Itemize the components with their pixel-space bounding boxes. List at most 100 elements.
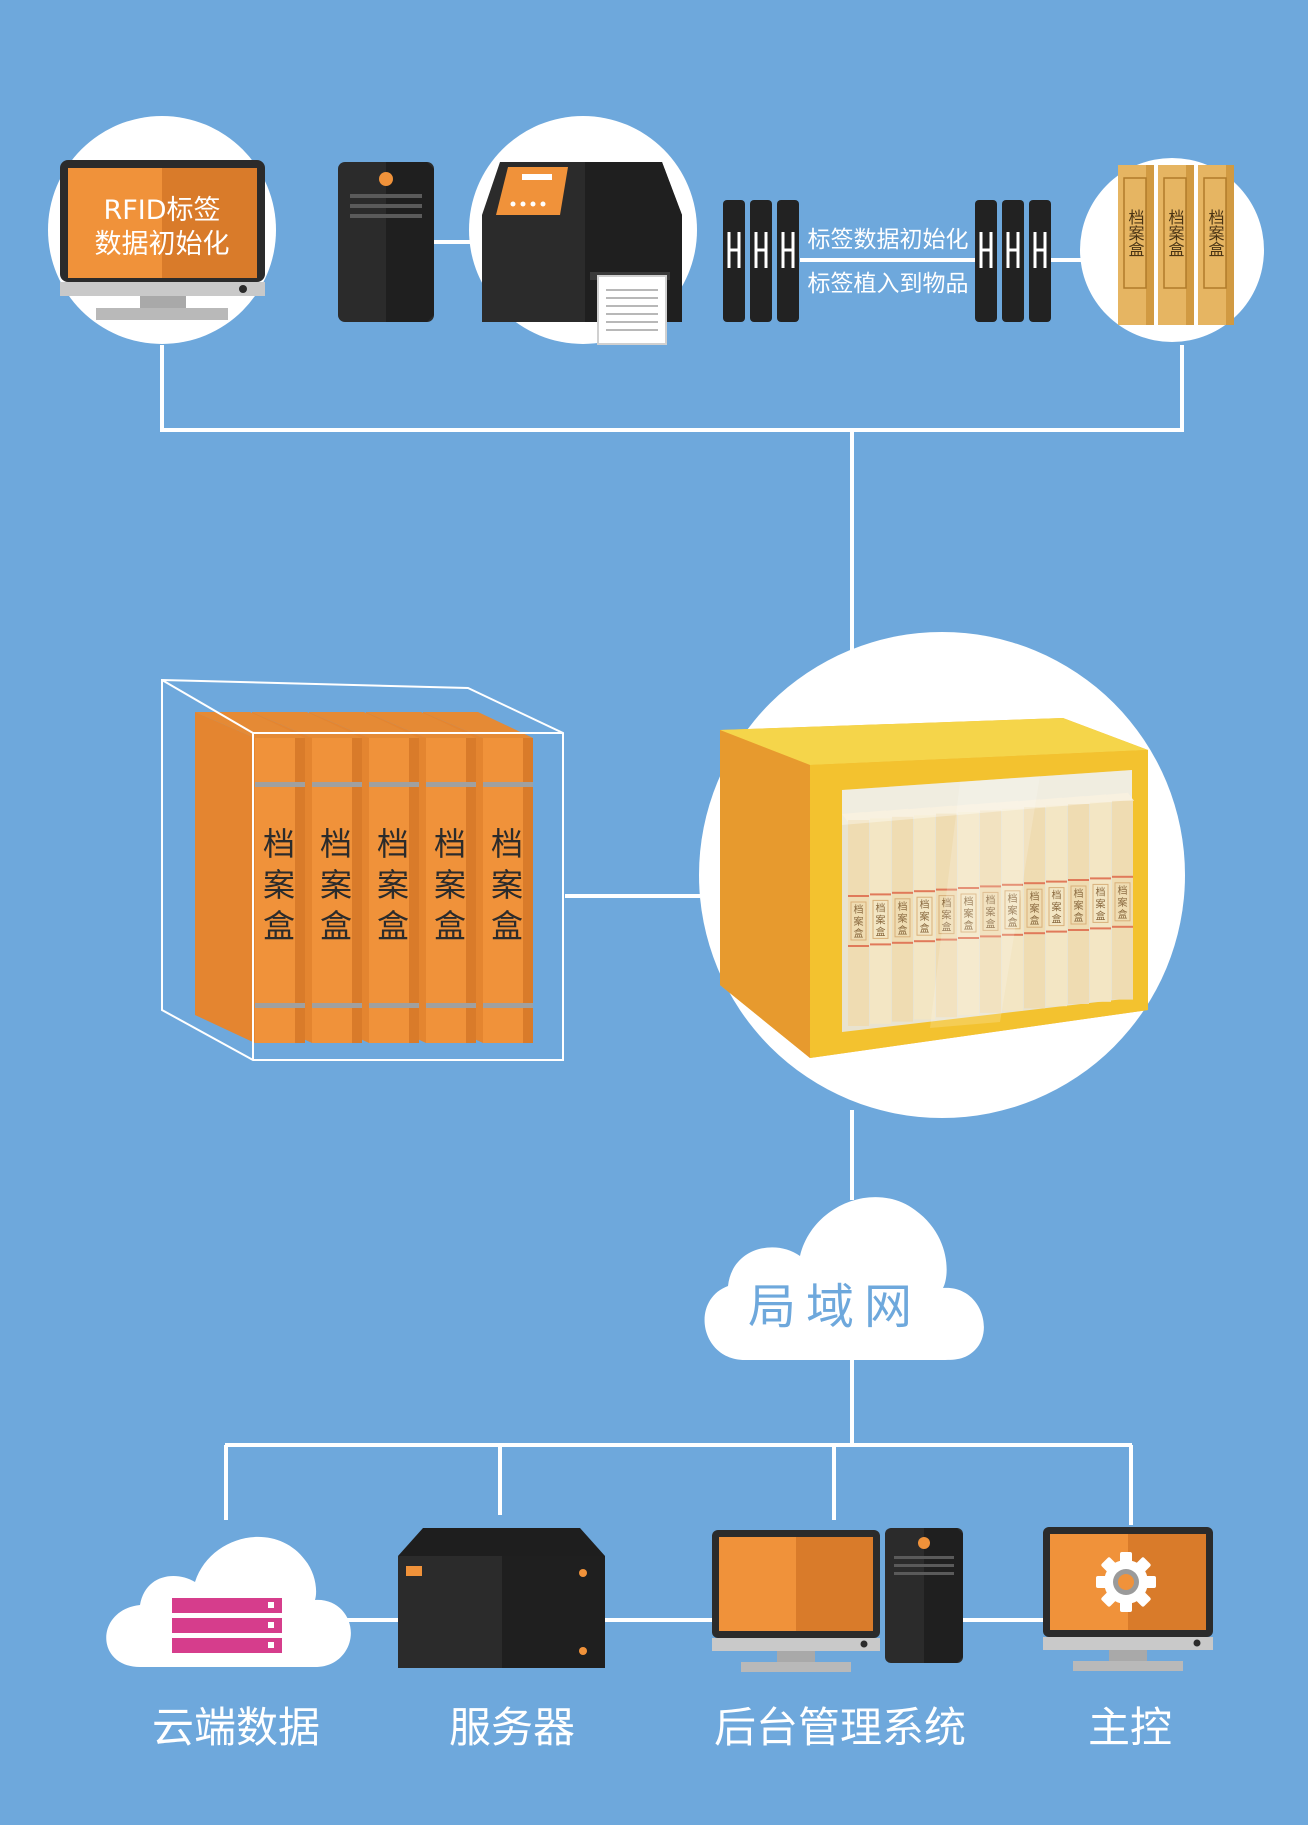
orange-box-label-char: 档: [377, 825, 409, 863]
lan-label: 局域网: [748, 1279, 922, 1335]
cabinet-file-label-char: 案: [1008, 904, 1018, 917]
cabinet-file-label-char: 盒: [1008, 916, 1018, 929]
cabinet-file-label-char: 案: [1074, 899, 1084, 912]
cabinet-file-label-char: 档: [876, 901, 886, 914]
cabinet-file-label-char: 档: [920, 898, 930, 911]
rfid-tag-icon: [777, 200, 799, 322]
label-printer: [469, 116, 697, 345]
cabinet-file: 档案盒: [1106, 792, 1134, 1000]
orange-archive-box: 档案盒: [195, 712, 305, 1043]
rfid-tag-icon: [1002, 200, 1024, 322]
orange-box-label-char: 盒: [491, 907, 523, 945]
kraft-box: 档案盒: [1118, 165, 1154, 325]
rfid-tag-icon: [1029, 200, 1051, 322]
orange-box-label-char: 盒: [263, 907, 295, 945]
top-bus-line: [160, 345, 1184, 432]
cloud-data: 云端数据: [106, 1536, 351, 1752]
server: 服务器: [398, 1528, 605, 1752]
connector-lines: [160, 240, 1184, 1622]
orange-box-label-char: 盒: [434, 907, 466, 945]
svg-text:档案盒: 档案盒: [1206, 209, 1225, 257]
orange-box-label-char: 案: [263, 866, 295, 904]
kraft-box: 档案盒: [1158, 165, 1194, 325]
cabinet-file: 档案盒: [1040, 797, 1068, 1007]
cabinet-file-label-char: 盒: [964, 919, 974, 932]
cabinet-file: 档案盒: [1084, 794, 1112, 1002]
power-led-icon: [379, 172, 393, 186]
cabinet-file-label-char: 档: [964, 895, 974, 908]
orange-box-label-char: 案: [377, 866, 409, 904]
cabinet-file: 档案盒: [842, 812, 870, 1026]
svg-text:档案盒: 档案盒: [1166, 209, 1185, 257]
orange-box-label-char: 案: [491, 866, 523, 904]
rfid-tags-left: [723, 200, 799, 322]
cabinet-file-label-char: 盒: [1096, 909, 1106, 922]
cloud-data-label: 云端数据: [152, 1703, 320, 1752]
rfid-tag-icon: [723, 200, 745, 322]
gear-icon: [1096, 1552, 1156, 1612]
cabinet-file-label-char: 盒: [942, 921, 952, 934]
orange-box-label-char: 案: [320, 866, 352, 904]
cabinet-file: 档案盒: [930, 805, 958, 1018]
process-line2: 标签植入到物品: [808, 271, 969, 297]
cabinet-file-label-char: 案: [876, 913, 886, 926]
backend-label: 后台管理系统: [714, 1703, 966, 1752]
cabinet-file-label-char: 档: [986, 893, 996, 906]
cabinet-file-label-char: 盒: [876, 925, 886, 938]
printed-label: [597, 275, 667, 345]
pc-tower: [338, 162, 434, 322]
monitor-text-line2: 数据初始化: [95, 229, 230, 260]
rfid-tag-icon: [975, 200, 997, 322]
cabinet-file-label-char: 案: [898, 912, 908, 925]
cabinet-file-label-char: 档: [1030, 890, 1040, 903]
cabinet-file-label-char: 盒: [1052, 913, 1062, 926]
cabinet-file-label-char: 盒: [898, 924, 908, 937]
lan-cloud: 局域网: [704, 1197, 984, 1360]
server-label: 服务器: [449, 1703, 575, 1752]
cabinet-file-label-char: 案: [1052, 901, 1062, 914]
cabinet-file-label-char: 盒: [1074, 911, 1084, 924]
master-control: 主控: [1043, 1527, 1213, 1752]
power-led-icon: [918, 1537, 930, 1549]
cabinet-top: [720, 718, 1148, 765]
cabinet-file-label-char: 案: [942, 909, 952, 922]
cabinet-file-label-char: 档: [1074, 887, 1084, 900]
backend-system: 后台管理系统: [712, 1528, 966, 1752]
cabinet-side: [720, 730, 810, 1058]
process-line1: 标签数据初始化: [808, 227, 969, 253]
orange-box-label-char: 档: [263, 825, 295, 863]
cabinet-file: 档案盒: [974, 802, 1002, 1013]
cabinet-file: 档案盒: [996, 800, 1024, 1011]
orange-box-label-char: 档: [491, 825, 523, 863]
orange-box-label-char: 盒: [377, 907, 409, 945]
rfid-tag-icon: [750, 200, 772, 322]
cabinet-file-label-char: 盒: [986, 917, 996, 930]
cloud-icon: [704, 1197, 984, 1360]
kraft-box: 档案盒: [1198, 165, 1234, 325]
cabinet-file: 档案盒: [908, 807, 936, 1020]
cabinet-file: 档案盒: [952, 804, 980, 1015]
orange-box-label-char: 档: [320, 825, 352, 863]
cabinet-file: 档案盒: [1062, 796, 1090, 1004]
database-icon: [172, 1598, 282, 1653]
cabinet-file-label-char: 案: [1096, 897, 1106, 910]
cabinet-file-label-char: 档: [1008, 892, 1018, 905]
cabinet-file: 档案盒: [886, 808, 914, 1022]
kraft-archive-boxes: 档案盒 档案盒 档案盒: [1080, 158, 1264, 342]
cabinet-file: 档案盒: [864, 810, 892, 1024]
monitor-text-line1: RFID标签: [103, 195, 220, 226]
cabinet-file-label-char: 档: [942, 897, 952, 910]
cabinet-file-label-char: 案: [920, 910, 930, 923]
orange-box-label-char: 档: [434, 825, 466, 863]
cabinet-file-label-char: 案: [986, 905, 996, 918]
cabinet-file: 档案盒: [1018, 799, 1046, 1009]
orange-box-label-char: 案: [434, 866, 466, 904]
cabinet-file-label-char: 盒: [854, 927, 864, 940]
cabinet-file-label-char: 案: [964, 907, 974, 920]
cabinet-file-label-char: 盒: [1118, 908, 1128, 921]
glass-reflection: [930, 776, 1040, 1028]
